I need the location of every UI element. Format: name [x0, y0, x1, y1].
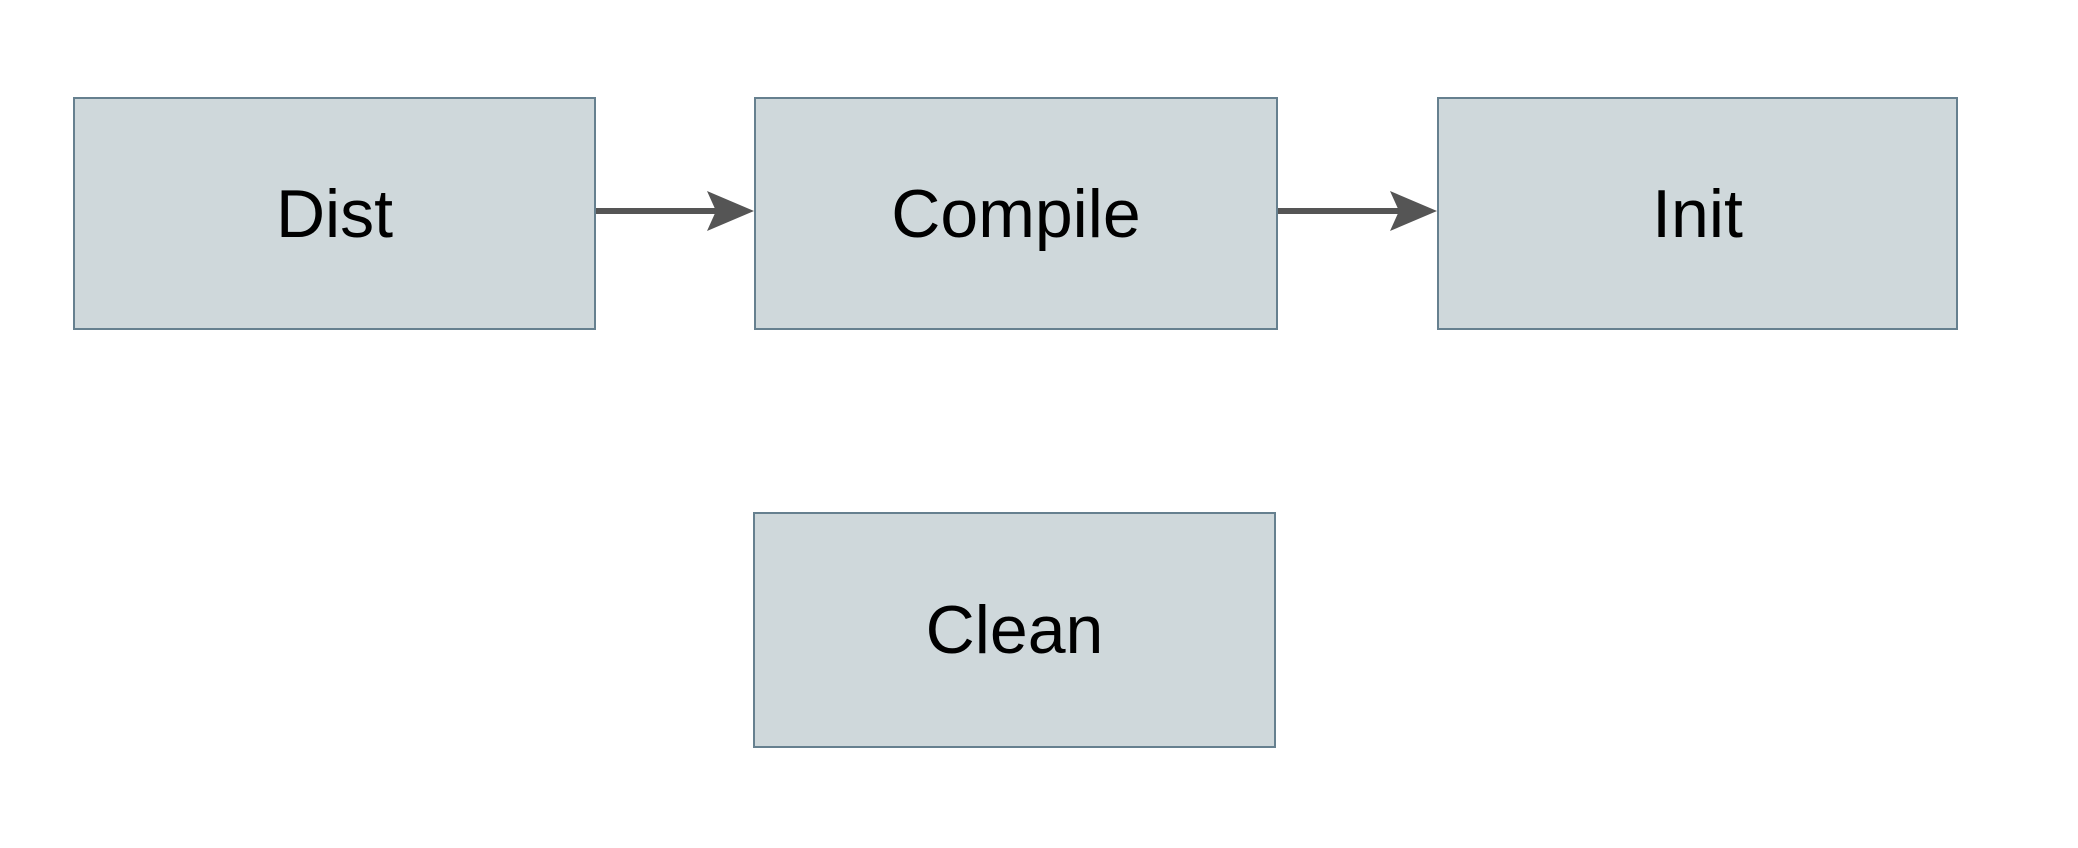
node-label: Compile — [891, 175, 1141, 252]
node-dist[interactable]: Dist — [73, 97, 596, 330]
edge-compile-to-init — [1278, 191, 1437, 231]
node-label: Clean — [925, 592, 1104, 668]
node-label: Init — [1652, 175, 1743, 252]
arrowhead-icon — [707, 191, 754, 231]
arrowhead-icon — [1390, 191, 1437, 231]
node-label: Dist — [275, 175, 394, 252]
node-init[interactable]: Init — [1437, 97, 1958, 330]
node-clean[interactable]: Clean — [753, 512, 1276, 748]
edge-dist-to-compile — [596, 191, 754, 231]
node-compile[interactable]: Compile — [754, 97, 1278, 330]
